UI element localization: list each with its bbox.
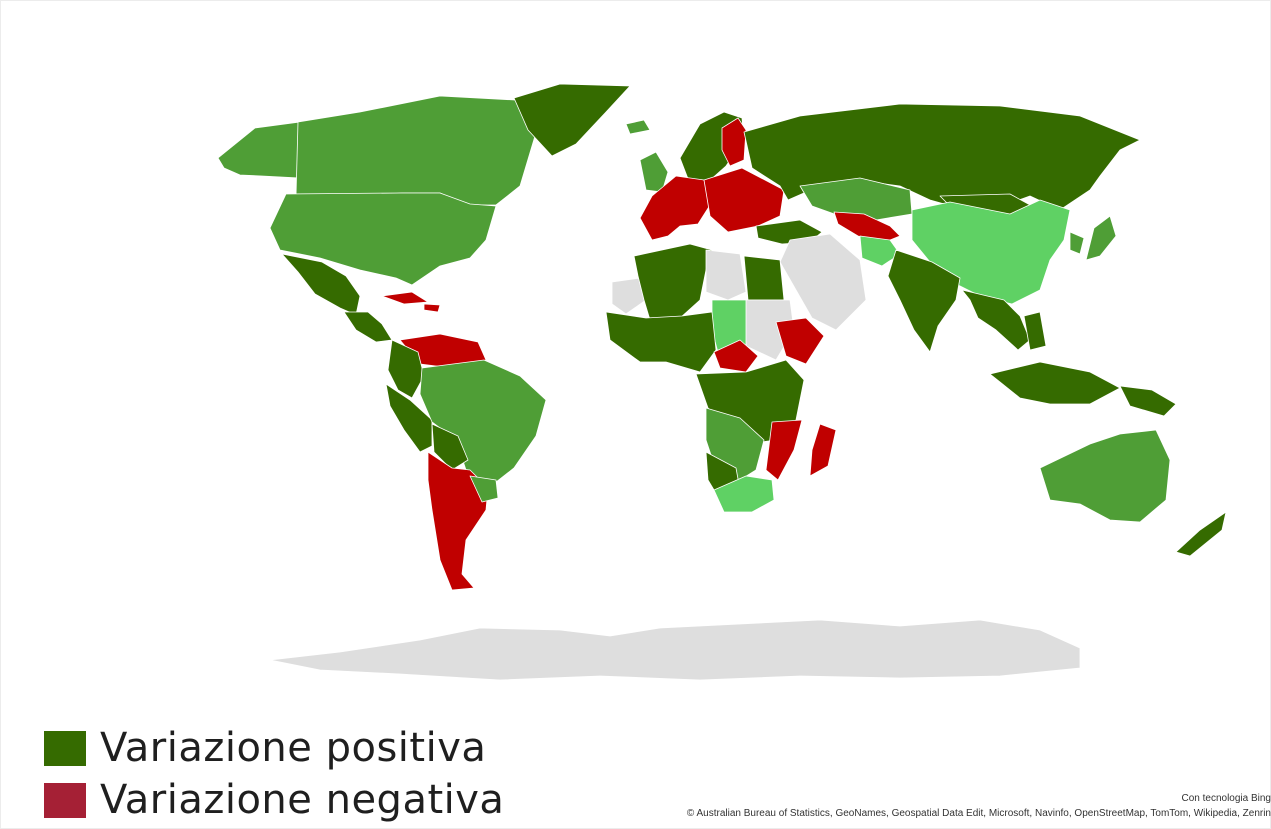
region-mozambique[interactable] xyxy=(765,419,803,481)
region-new-zealand[interactable] xyxy=(1175,511,1227,557)
legend-item-negative: Variazione negativa xyxy=(44,774,504,826)
region-uruguay[interactable] xyxy=(469,475,499,503)
region-ethiopia[interactable] xyxy=(775,317,825,365)
region-colombia[interactable] xyxy=(387,339,425,399)
region-indonesia[interactable] xyxy=(989,361,1121,405)
region-central-asia[interactable] xyxy=(859,235,901,267)
region-kazakhstan[interactable] xyxy=(799,177,913,221)
legend-label-positive: Variazione positiva xyxy=(100,725,487,771)
region-canada[interactable] xyxy=(295,95,536,206)
region-philippines[interactable] xyxy=(1023,311,1047,351)
region-united-kingdom[interactable] xyxy=(639,151,669,193)
region-brazil[interactable] xyxy=(419,359,547,491)
region-libya[interactable] xyxy=(705,249,747,301)
region-madagascar[interactable] xyxy=(809,423,837,477)
attribution-powered-by: Con tecnologia Bing xyxy=(1181,793,1271,804)
region-antarctica[interactable] xyxy=(269,619,1081,681)
region-japan[interactable] xyxy=(1085,215,1117,261)
region-hispaniola[interactable] xyxy=(423,303,441,313)
region-greenland[interactable] xyxy=(513,83,631,157)
region-united-states[interactable] xyxy=(269,192,497,286)
region-north-africa-west[interactable] xyxy=(633,243,713,321)
region-cuba[interactable] xyxy=(381,291,429,305)
region-south-africa[interactable] xyxy=(713,475,775,513)
region-egypt[interactable] xyxy=(743,255,785,301)
region-iceland[interactable] xyxy=(625,119,651,135)
region-western-sahara[interactable] xyxy=(611,277,647,315)
attribution-sources: © Australian Bureau of Statistics, GeoNa… xyxy=(686,808,1271,819)
legend-item-positive: Variazione positiva xyxy=(44,722,504,774)
region-southeast-asia[interactable] xyxy=(961,289,1031,351)
region-new-guinea[interactable] xyxy=(1119,385,1177,417)
legend-swatch-negative xyxy=(44,782,86,818)
region-middle-east[interactable] xyxy=(779,233,867,331)
region-central-america[interactable] xyxy=(343,311,393,343)
region-central-africa[interactable] xyxy=(713,339,759,373)
map-legend: Variazione positiva Variazione negativa xyxy=(44,722,504,826)
region-peru[interactable] xyxy=(385,383,433,453)
region-korea[interactable] xyxy=(1069,231,1085,255)
legend-swatch-positive xyxy=(44,730,86,766)
region-west-africa[interactable] xyxy=(605,311,717,373)
region-australia[interactable] xyxy=(1039,429,1171,523)
region-finland[interactable] xyxy=(721,117,747,167)
legend-label-negative: Variazione negativa xyxy=(100,777,505,823)
region-western-europe[interactable] xyxy=(639,175,713,241)
region-india[interactable] xyxy=(887,249,961,353)
region-argentina-chile[interactable] xyxy=(427,451,489,591)
region-alaska[interactable] xyxy=(217,121,301,179)
region-eastern-europe[interactable] xyxy=(703,167,785,233)
region-bolivia[interactable] xyxy=(431,423,469,471)
